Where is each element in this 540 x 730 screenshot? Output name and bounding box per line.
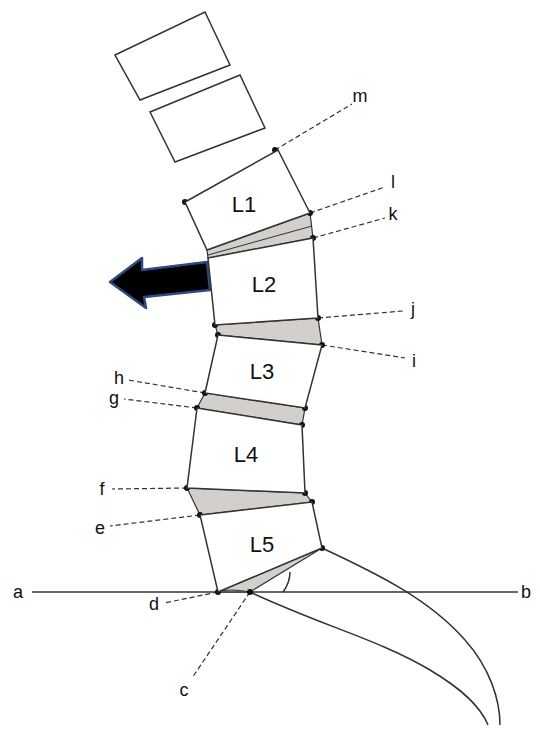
- reference-line: [32, 591, 518, 593]
- leader-line: [112, 488, 187, 489]
- sacrum-outline: [322, 548, 500, 725]
- vertebra-label: L5: [250, 532, 274, 558]
- vertebra-body: L2: [208, 238, 318, 325]
- point-letter: h: [114, 369, 124, 387]
- vertebra-body: L1: [185, 150, 310, 250]
- point-letter: f: [99, 480, 104, 498]
- point-letter: l: [391, 173, 395, 191]
- leader-line: [110, 515, 200, 526]
- point-letter: m: [353, 87, 368, 105]
- point-letter: c: [180, 681, 189, 699]
- leader-line: [128, 380, 205, 393]
- point-dot: [247, 589, 253, 595]
- point-letter: d: [149, 595, 159, 613]
- sacrum-outline: [250, 592, 488, 725]
- force-arrow: [110, 258, 210, 308]
- leader-line: [318, 311, 403, 318]
- vertebra-label: L1: [232, 192, 256, 218]
- vertebra-label: L4: [234, 442, 258, 468]
- leader-line: [313, 218, 385, 238]
- vertebra-label: L2: [252, 272, 276, 298]
- point-letter: k: [389, 205, 398, 223]
- point-letter: j: [411, 300, 415, 318]
- vertebra-body: L3: [205, 335, 322, 408]
- point-letter: b: [521, 583, 531, 601]
- leader-line: [322, 345, 405, 358]
- point-letter: e: [95, 519, 105, 537]
- leader-line: [124, 399, 197, 408]
- point-letter: i: [412, 352, 416, 370]
- angle-arc: [283, 572, 290, 592]
- vertebra-body: L5: [200, 502, 322, 592]
- leader-line: [310, 187, 385, 213]
- leader-line: [192, 592, 250, 678]
- leader-line: [275, 104, 352, 150]
- vertebra-outline: [150, 75, 265, 162]
- point-letter: g: [109, 389, 119, 407]
- point-letter: a: [13, 583, 23, 601]
- vertebra-label: L3: [250, 359, 274, 385]
- leader-line: [164, 592, 218, 603]
- vertebra-body: L4: [187, 408, 305, 493]
